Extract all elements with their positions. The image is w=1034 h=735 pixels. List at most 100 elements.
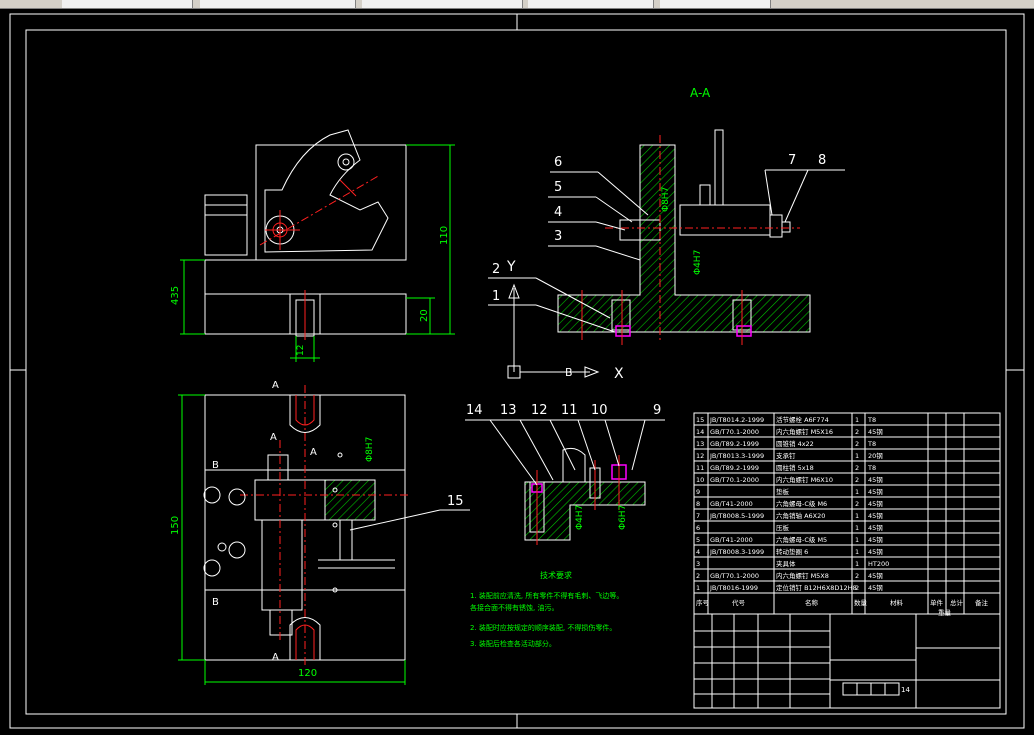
bom-cell-no: 9: [696, 488, 700, 496]
balloon-10: 10: [591, 403, 608, 418]
bom-cell-name: 定位销钉 B12H6X8D12H8: [776, 583, 857, 592]
balloon-4: 4: [554, 205, 562, 220]
bom-cell-mat: 45钢: [868, 500, 883, 508]
balloon-15: 15: [447, 494, 464, 509]
bom-cell-qty: 2: [855, 572, 859, 580]
bom-cell-code: JB/T8013.3-1999: [709, 452, 764, 460]
balloon-13: 13: [500, 403, 517, 418]
balloon-7: 7: [788, 153, 796, 168]
bom-cell-name: 活节螺栓 A6F774: [776, 415, 829, 424]
bom-cell-mat: 45钢: [868, 512, 883, 520]
balloon-9: 9: [653, 403, 661, 418]
bom-cell-name: 六角螺母-C级 M6: [776, 499, 827, 508]
title-block: 14: [693, 613, 1001, 709]
fit-phi6h7-detail: Φ6H7: [618, 505, 628, 530]
bom-cell-mat: T8: [867, 464, 876, 472]
bom-cell-mat: 45钢: [868, 548, 883, 556]
balloon-11: 11: [561, 403, 578, 418]
bom-cell-mat: T8: [867, 440, 876, 448]
tech-note-line-3: 2. 装配时应按规定的顺序装配, 不得损伤零件。: [470, 623, 616, 632]
toolbar-tab-5[interactable]: [660, 0, 771, 8]
bom-cell-no: 2: [696, 572, 700, 580]
bom-cell-no: 3: [696, 560, 700, 568]
sheet-number: 14: [901, 686, 910, 694]
view-b-bottom: B: [212, 597, 219, 608]
bom-cell-code: JB/T8014.2-1999: [709, 416, 764, 424]
bom-cell-code: GB/T89.2-1999: [710, 464, 759, 472]
bom-cell-no: 12: [696, 452, 704, 460]
view-a-top: A: [272, 380, 279, 391]
bom-cell-name: 夹具体: [776, 559, 796, 568]
fit-phi8h7-front: Φ8H7: [365, 437, 375, 462]
bom-cell-qty: 2: [855, 440, 859, 448]
tech-notes-title: 技术要求: [540, 570, 572, 580]
balloon-8: 8: [818, 153, 826, 168]
bom-cell-no: 7: [696, 512, 700, 520]
bom-cell-no: 10: [696, 476, 704, 484]
balloon-6: 6: [554, 155, 562, 170]
bom-cell-qty: 2: [855, 464, 859, 472]
axis-y-label: Y: [506, 259, 516, 275]
bom-header-weight: 重量: [938, 609, 952, 617]
bom-cell-code: JB/T8008.3-1999: [709, 548, 764, 556]
toolbar-tab-2[interactable]: [200, 0, 356, 8]
tech-note-line-1: 1. 装配前应清洗, 所有零件不得有毛刺、飞边等。: [470, 591, 623, 600]
fit-phi4h7-detail: Φ4H7: [575, 505, 585, 530]
bom-cell-code: JB/T8008.5-1999: [709, 512, 764, 520]
bom-cell-mat: T8: [867, 416, 876, 424]
bom-header-no: 序号: [696, 598, 710, 607]
view-a-left2: A: [310, 447, 317, 458]
bom-cell-qty: 1: [855, 560, 859, 568]
bom-cell-code: GB/T41-2000: [710, 500, 753, 508]
bom-header-mat: 材料: [890, 598, 904, 607]
top-view: 110 20 435 12: [170, 129, 455, 362]
bom-cell-code: GB/T70.1-2000: [710, 476, 759, 484]
bom-cell-qty: 2: [855, 428, 859, 436]
bom-cell-name: 内六角螺钉 M5X16: [776, 427, 833, 436]
dim-120: 120: [298, 668, 317, 679]
bom-cell-no: 11: [696, 464, 704, 472]
toolbar-tab-3[interactable]: [362, 0, 523, 8]
fit-phi4h7-top: Φ4H7: [693, 250, 703, 275]
axis-b-label: B: [565, 366, 573, 379]
bom-cell-qty: 1: [855, 512, 859, 520]
bom-cell-no: 4: [696, 548, 700, 556]
detail-section-view: 14 13 12 11 10 9 Φ4H7 Φ6H7: [465, 403, 665, 545]
bom-cell-qty: 1: [855, 488, 859, 496]
toolbar-tab-1[interactable]: [62, 0, 193, 8]
bom-header-total: 总计: [950, 598, 964, 607]
bom-cell-qty: 1: [855, 548, 859, 556]
bom-cell-name: 垫板: [776, 487, 790, 496]
bom-cell-code: JB/T8016-1999: [709, 584, 758, 592]
tech-note-line-2: 各接合面不得有锈蚀, 油污。: [470, 603, 558, 612]
bom-cell-mat: 20钢: [868, 452, 883, 460]
cad-drawing-canvas[interactable]: 110 20 435 12 A-A Y: [0, 8, 1034, 735]
bom-cell-name: 圆锥销 4x22: [776, 439, 814, 448]
bom-cell-mat: 45钢: [868, 524, 883, 532]
bom-cell-name: 压板: [776, 523, 790, 532]
bom-cell-code: GB/T70.1-2000: [710, 572, 759, 580]
bom-cell-mat: HT200: [868, 560, 889, 568]
section-a-a-view: A-A Y X B: [488, 86, 845, 382]
dim-150: 150: [170, 516, 181, 535]
bom-cell-code: GB/T89.2-1999: [710, 440, 759, 448]
bom-cell-no: 6: [696, 524, 700, 532]
dim-110: 110: [439, 226, 450, 245]
view-b-top: B: [212, 460, 219, 471]
bom-cell-mat: 45钢: [868, 584, 883, 592]
sheet-border: [9, 13, 1025, 729]
toolbar-tab-4[interactable]: [528, 0, 654, 8]
bom-cell-code: GB/T70.1-2000: [710, 428, 759, 436]
bom-header-single: 单件: [930, 598, 944, 607]
bom-cell-name: 转动垫圈 6: [776, 547, 808, 556]
front-view: A A A A B B 15 150 120 Φ8H7: [170, 380, 470, 685]
dim-435: 435: [170, 286, 181, 305]
fit-phi8h7: Φ8H7: [661, 187, 671, 212]
technical-requirements: 技术要求 1. 装配前应清洗, 所有零件不得有毛刺、飞边等。 各接合面不得有锈蚀…: [470, 570, 623, 648]
bom-cell-mat: 45钢: [868, 428, 883, 436]
bom-cell-name: 内六角螺钉 M6X10: [776, 475, 833, 484]
dim-12h8: 12: [296, 345, 306, 356]
bom-header-qty: 数量: [854, 598, 868, 607]
bom-cell-name: 六角螺母-C级 M5: [776, 535, 827, 544]
